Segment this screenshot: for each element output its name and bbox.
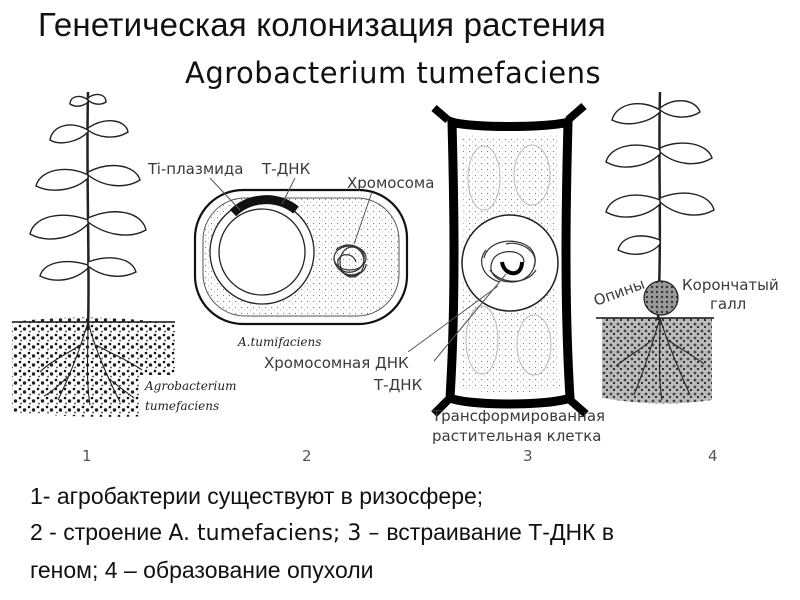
cell-label-bg <box>262 352 434 394</box>
ti-plasmid-pointer <box>209 177 241 211</box>
integrated-t-dna <box>500 261 524 276</box>
caption-line-1: 1- агробактерии существуют в ризосфере; <box>30 483 484 509</box>
plant-4: Опины Корончатый галл <box>591 91 779 404</box>
chrom-dna-label: Хромосомная ДНК <box>264 354 409 372</box>
a-tumifaciens-label: A.tumifaciens <box>237 335 321 349</box>
caption-line-2c: встраивание Т-ДНК в <box>386 519 615 545</box>
chromosome-pointer <box>353 191 373 245</box>
transformed-cell-label-1: Трансформированная <box>431 407 605 425</box>
t-dna-pointer <box>281 177 296 205</box>
leaves-4 <box>605 100 715 255</box>
plant-1: Agrobacterium tumefaciens <box>12 91 236 417</box>
crown-gall <box>643 280 679 316</box>
soil-1 <box>12 317 175 417</box>
t-dna-2-label: Т-ДНК <box>373 376 423 394</box>
roots-1 <box>39 321 143 406</box>
caption-line-2b: A. tumefaciens; 3 – <box>168 521 387 546</box>
gall-label-2: галл <box>710 295 746 313</box>
tumefaciens-label: tumefaciens <box>145 399 219 413</box>
caption-line-2a: 2 - строение <box>30 519 169 545</box>
bacterium: Ti-плазмида Т-ДНК Хромосома A.tumifacien… <box>147 160 434 349</box>
nucleus <box>461 214 559 312</box>
agro-label-bg <box>140 375 222 417</box>
t-dna-2-pointer <box>419 273 507 379</box>
agrobacterium-label: Agrobacterium <box>144 379 236 393</box>
gall-label-1: Корончатый <box>682 276 779 294</box>
chromosome-label: Хромосома <box>347 174 434 192</box>
soil-4 <box>602 318 712 404</box>
panel-number-1: 1 <box>82 447 92 465</box>
ti-plasmid-label: Ti-плазмида <box>147 160 243 178</box>
caption: 1- агробактерии существуют в ризосфере; … <box>30 478 790 588</box>
caption-line-2: 2 - строение A. tumefaciens; 3 – встраив… <box>30 514 790 552</box>
plant-cell: Хромосомная ДНК Т-ДНК Трансформированная… <box>262 102 605 445</box>
chromosomal-dna-coil <box>481 240 537 283</box>
ti-plasmid-inner <box>218 208 306 296</box>
page-subtitle: Agrobacterium tumefaciens <box>185 56 602 90</box>
chromosome-coil <box>333 244 367 278</box>
leaves-1 <box>29 93 147 281</box>
panel-number-4: 4 <box>708 447 718 465</box>
chrom-dna-pointer <box>407 285 499 353</box>
panel-number-3: 3 <box>523 447 533 465</box>
roots-4 <box>615 317 705 401</box>
transformed-cell-label-2: растительная клетка <box>432 427 602 445</box>
opines-label: Опины <box>591 275 647 310</box>
page-title: Генетическая колонизация растения <box>38 6 607 43</box>
panel-number-2: 2 <box>302 447 312 465</box>
diagram: Agrobacterium tumefaciens Ti-плазмида Т-… <box>12 91 779 465</box>
caption-line-3: геном; 4 – образование опухоли <box>30 557 374 583</box>
vacuoles <box>465 144 552 376</box>
t-dna-label: Т-ДНК <box>261 160 311 178</box>
